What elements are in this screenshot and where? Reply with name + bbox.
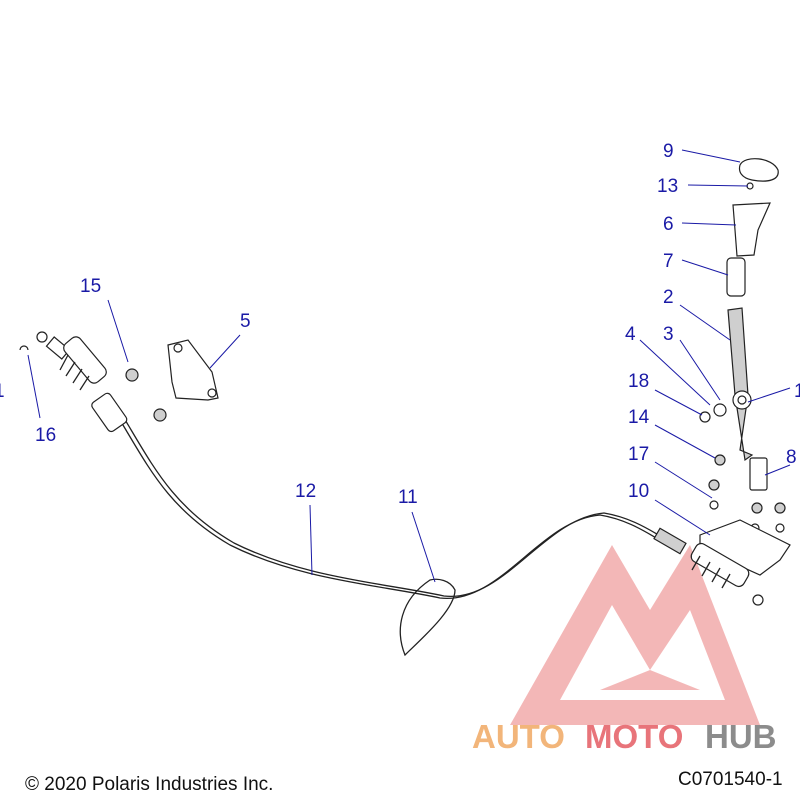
- diagram-code: C0701540-1: [678, 769, 783, 790]
- callout-4: 4: [625, 324, 636, 345]
- bracket: [167, 339, 219, 401]
- watermark-auto: AUTO: [472, 718, 565, 755]
- watermark-hub: HUB: [705, 718, 777, 755]
- watermark-logo: [510, 545, 760, 725]
- callout-6: 6: [663, 214, 674, 235]
- watermark-text: AUTO MOTO HUB: [472, 718, 777, 755]
- callout-3: 3: [663, 324, 674, 345]
- callout-5: 5: [240, 311, 251, 332]
- shift-cable: [119, 417, 665, 599]
- copyright-text: © 2020 Polaris Industries Inc.: [25, 774, 273, 795]
- callout-7: 7: [663, 251, 674, 272]
- callout-2: 2: [663, 287, 674, 308]
- callout-12: 12: [295, 481, 316, 502]
- callout-1: 1: [794, 381, 800, 402]
- watermark-moto: MOTO: [585, 718, 683, 755]
- callout-15: 15: [80, 276, 101, 297]
- leader-lines: [27, 149, 791, 583]
- cable-tie: [399, 578, 456, 657]
- callout-16: 16: [35, 425, 56, 446]
- callout-11: 11: [398, 487, 418, 508]
- shifter-assembly: [653, 158, 791, 606]
- callout-13: 13: [657, 176, 678, 197]
- bolt: [125, 368, 167, 422]
- callout-14: 14: [628, 407, 650, 428]
- callout-18: 18: [628, 371, 649, 392]
- callout-labels: 9 13 6 7 2 3 4 18 14 17 10 8 1 1 15 5 16…: [0, 141, 800, 508]
- callout-17: 17: [628, 444, 649, 465]
- cable-end-left: [19, 331, 128, 433]
- callout-9: 9: [663, 141, 674, 162]
- callout-8: 8: [786, 447, 797, 468]
- callout-10: 10: [628, 481, 649, 502]
- callout-1-left: 1: [0, 381, 5, 402]
